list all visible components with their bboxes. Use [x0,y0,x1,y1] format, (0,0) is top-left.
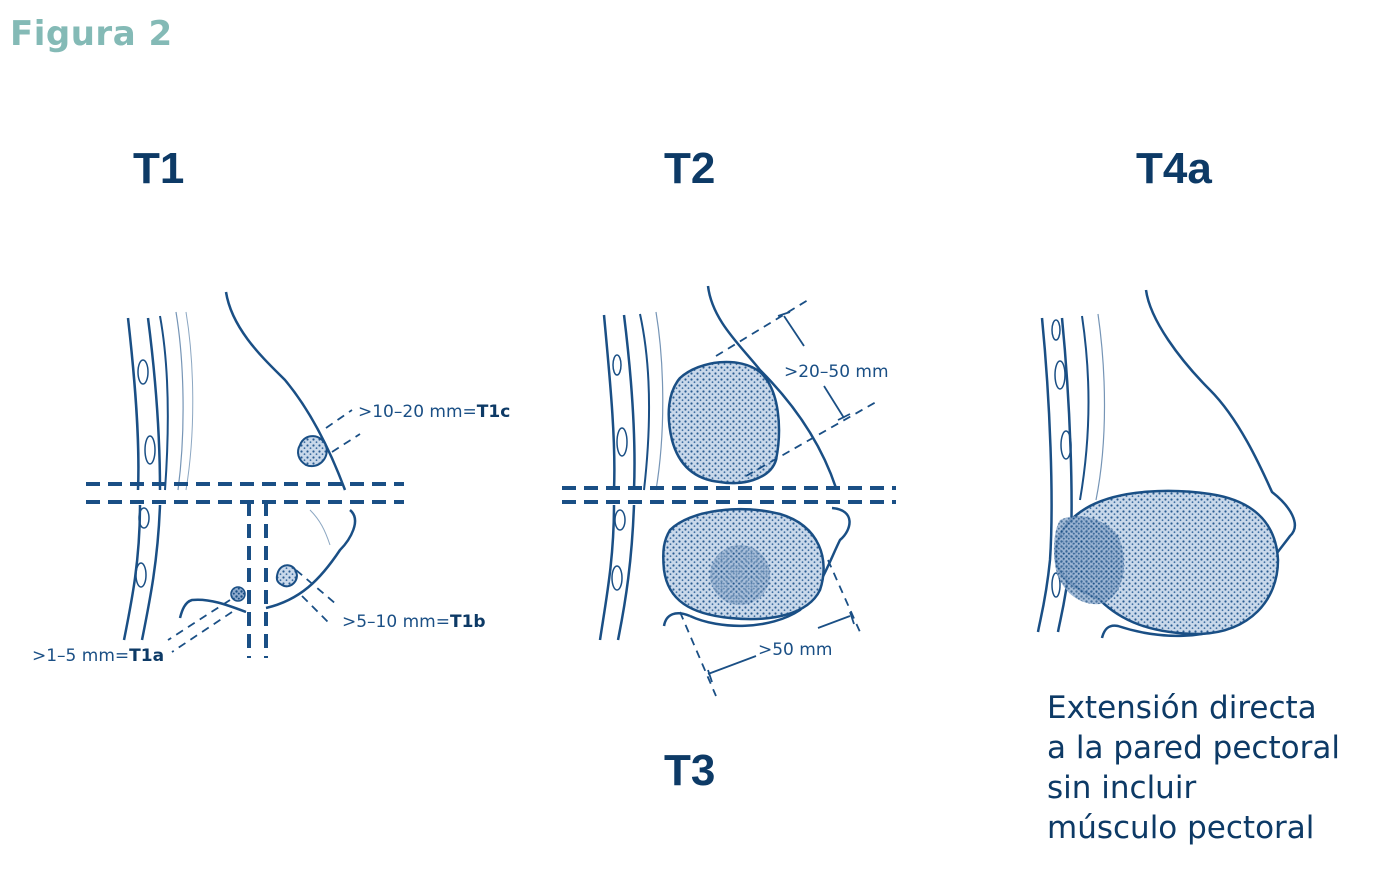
figure-title: Figura 2 [10,14,173,54]
description-line: a la pared pectoral [1047,730,1340,766]
t4a-drawing [1036,289,1297,639]
annotation-t1b: >5–10 mm=T1b [342,612,486,632]
t1-drawing [122,291,357,641]
stage-label-t2: T2 [664,144,716,193]
description-line: sin incluir [1047,770,1197,806]
description-line: Extensión directa [1047,690,1317,726]
stage-label-t4a: T4a [1136,144,1212,193]
annotation-t3-size: >50 mm [758,640,833,660]
annotation-t2-size: >20–50 mm [784,362,889,382]
stage-label-t3: T3 [664,746,716,795]
description-line: músculo pectoral [1047,810,1315,846]
annotation-t1a: >1–5 mm=T1a [32,646,165,666]
annotation-t1c: >10–20 mm=T1c [358,402,511,422]
t4a-description: Extensión directa a la pared pectoral si… [1047,688,1340,848]
stage-label-t1: T1 [133,144,185,193]
